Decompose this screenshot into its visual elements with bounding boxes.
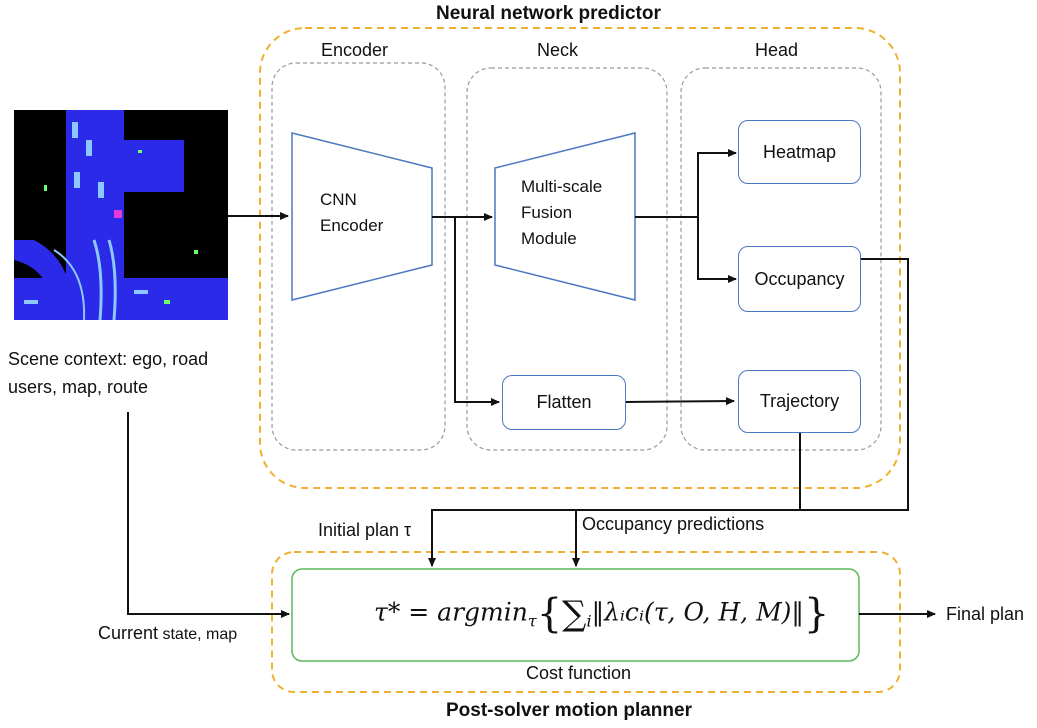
scene-caption-line2: users, map, route xyxy=(8,377,149,397)
occupancy-to-planner-arrow xyxy=(572,258,909,567)
flatten-box: Flatten xyxy=(502,375,626,430)
current-state-small: state, map xyxy=(158,626,238,643)
cost-function-label: Cost function xyxy=(526,663,632,683)
trajectory-box: Trajectory xyxy=(738,370,861,433)
current-state-label: Current state, map xyxy=(98,623,237,644)
to-heatmap-arrow xyxy=(697,149,737,217)
planner-title: Post-solver motion planner xyxy=(446,700,692,721)
flatten-to-trajectory-arrow xyxy=(625,397,735,406)
formula-body: ‖λᵢcᵢ(τ, O, H, M)‖ xyxy=(591,597,804,627)
formula-brace-right: } xyxy=(803,591,830,637)
initial-plan-arrow xyxy=(428,509,576,567)
encoder-container xyxy=(271,62,446,451)
cnn-encoder-shape xyxy=(291,132,433,301)
predictor-title: Neural network predictor xyxy=(436,3,661,24)
to-occupancy-arrow xyxy=(697,217,737,283)
heatmap-label: Heatmap xyxy=(762,141,837,162)
head-container xyxy=(680,67,882,451)
encoder-label: Encoder xyxy=(321,40,389,60)
fusion-module-shape xyxy=(494,132,636,301)
flatten-label: Flatten xyxy=(536,392,592,412)
cnn-encoder-label: CNN Encoder xyxy=(320,190,384,235)
formula-sum-sub: i xyxy=(586,611,592,631)
cost-formula: τ* = argminτ{∑i‖λᵢcᵢ(τ, O, H, M)‖} xyxy=(374,591,829,637)
final-plan-label: Final plan xyxy=(946,604,1025,624)
fusion-module-label: Multi-scale Fusion Module xyxy=(521,177,603,248)
occupancy-box: Occupancy xyxy=(738,246,861,312)
initial-plan-label: Initial plan τ xyxy=(318,520,412,540)
encoder-to-flatten-arrow xyxy=(454,217,500,406)
head-label: Head xyxy=(755,40,799,60)
formula-lhs: τ* = argmin xyxy=(374,597,528,627)
scene-caption-line1: Scene context: ego, road xyxy=(8,349,209,369)
planner-container xyxy=(271,551,901,693)
formula-sub: τ xyxy=(527,611,537,631)
current-state-big: Current xyxy=(98,623,159,643)
trajectory-label: Trajectory xyxy=(759,391,840,411)
formula-brace-left: { xyxy=(536,591,563,637)
neck-container xyxy=(466,67,668,451)
occupancy-predictions-label: Occupancy predictions xyxy=(582,514,765,534)
scene-context-image xyxy=(14,110,228,320)
heatmap-box: Heatmap xyxy=(738,120,861,184)
current-state-arrow xyxy=(127,412,290,618)
neck-label: Neck xyxy=(537,40,579,60)
occupancy-label: Occupancy xyxy=(754,268,845,289)
formula-sum: ∑ xyxy=(562,594,587,634)
